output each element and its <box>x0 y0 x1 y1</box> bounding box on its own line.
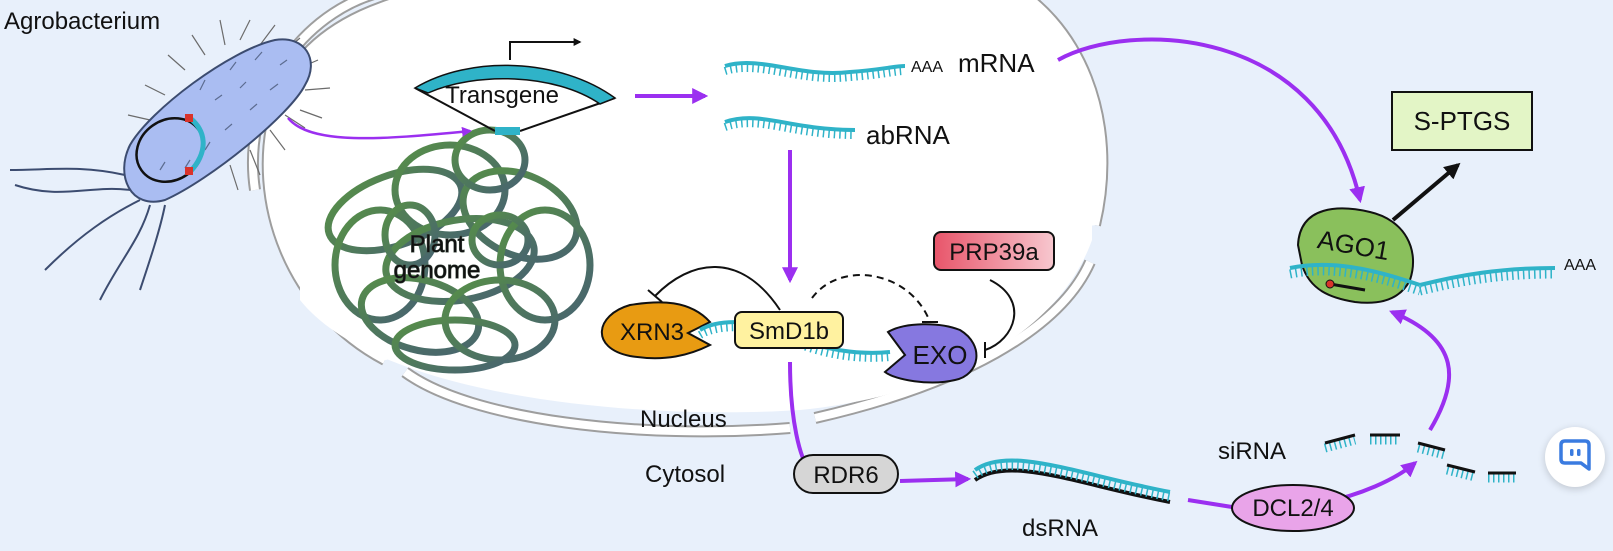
plant-genome-label-1: Plant <box>410 231 465 258</box>
ago1-complex <box>1289 207 1556 304</box>
transgene-label: Transgene <box>445 82 559 109</box>
xrn3-enzyme <box>600 301 713 360</box>
plant-genome <box>324 126 594 374</box>
smd1b-label: SmD1b <box>749 318 829 345</box>
sptgs-box <box>1391 91 1533 151</box>
dcl-label: DCL2/4 <box>1252 495 1333 522</box>
sirna-label: siRNA <box>1218 438 1286 465</box>
rdr6-label: RDR6 <box>813 462 878 489</box>
exo-enzyme <box>883 323 978 384</box>
rdr6-box <box>793 454 899 494</box>
dsrna-strand <box>972 458 1171 504</box>
nucleus-membrane <box>261 0 1109 438</box>
mrna-strand <box>723 61 906 82</box>
dcl-ellipse <box>1231 484 1355 532</box>
prp39a-box <box>933 231 1055 271</box>
transgene <box>413 38 617 135</box>
exo-label: EXO <box>913 340 968 370</box>
sptgs-label: S-PTGS <box>1414 106 1511 136</box>
abrna-strand <box>723 116 856 139</box>
inhibition-lines <box>647 266 1016 358</box>
plant-genome-label-2: genome <box>394 257 481 284</box>
mrna-label: mRNA <box>958 48 1035 78</box>
agrobacterium-label: Agrobacterium <box>4 8 160 35</box>
smd1b-box <box>734 311 844 349</box>
cytosol-label: Cytosol <box>645 461 725 488</box>
sirna-fragments <box>1323 433 1516 483</box>
chat-bubble-icon <box>1559 439 1591 471</box>
chat-assistant-button[interactable] <box>1545 427 1605 487</box>
sptgs-arrow <box>1391 162 1461 222</box>
dsrna-label: dsRNA <box>1022 515 1098 542</box>
abrna-label: abRNA <box>866 120 950 150</box>
prp39a-label: PRP39a <box>949 239 1039 266</box>
ago-polya-tail: AAA <box>1564 257 1596 274</box>
nucleus-label: Nucleus <box>640 406 727 433</box>
xrn3-label: XRN3 <box>620 319 684 346</box>
promoter-arrow-icon <box>509 38 582 60</box>
agrobacterium-cell <box>9 19 331 301</box>
mrna-polya-tail: AAA <box>911 59 943 76</box>
